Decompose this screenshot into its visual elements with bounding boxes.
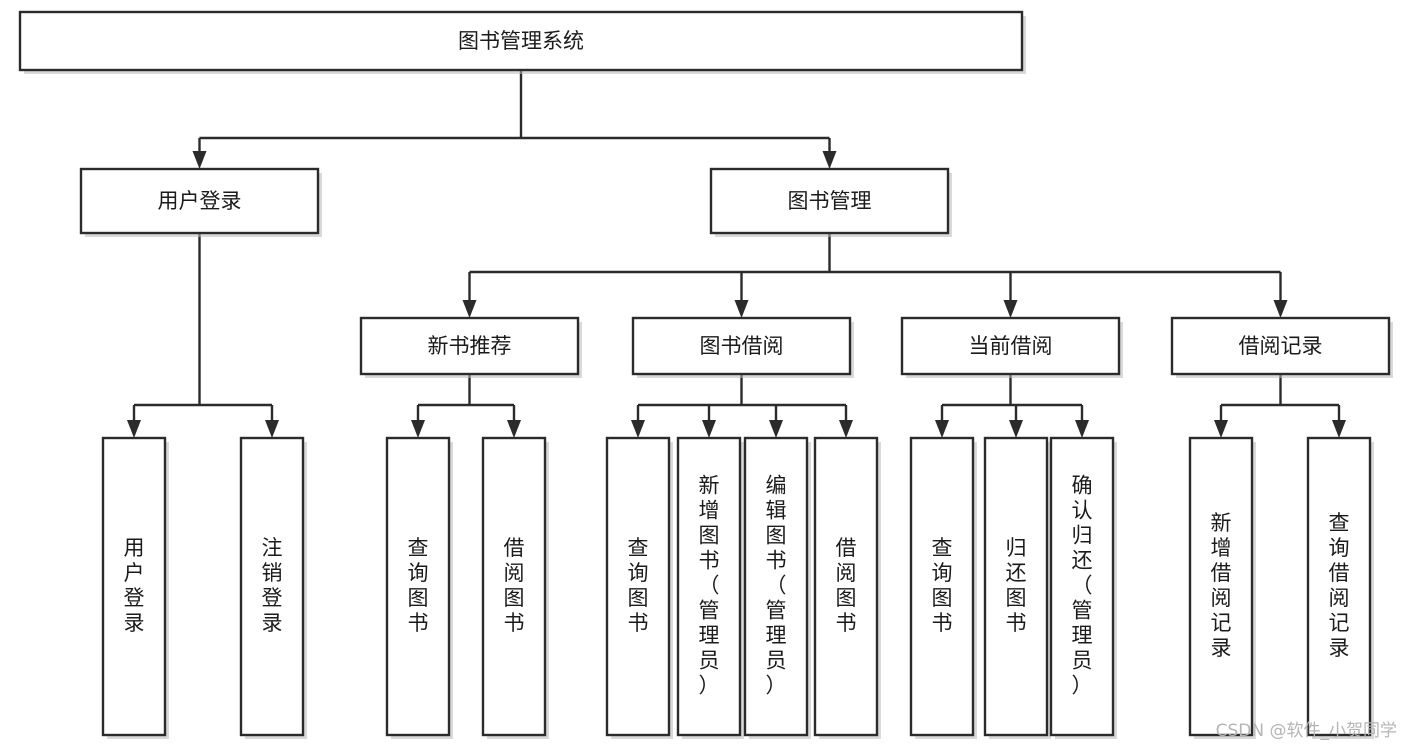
node-new-book-recommend[interactable]: 新书推荐 <box>359 316 582 378</box>
node-label: 注销登录 <box>262 536 283 635</box>
connector-layer <box>127 70 1346 438</box>
node-label: 查询图书 <box>628 536 649 635</box>
node-leaf-return-book[interactable]: 归还图书 <box>983 436 1051 739</box>
node-rect[interactable] <box>359 316 580 376</box>
arrow-head-icon <box>1009 420 1023 438</box>
node-rect[interactable] <box>481 436 547 737</box>
node-label: 查询图书 <box>408 536 429 635</box>
node-book-manage[interactable]: 图书管理 <box>709 167 952 237</box>
node-rect[interactable] <box>1049 436 1115 737</box>
node-leaf-add-book[interactable]: 新增图书（管理员） <box>676 436 744 739</box>
arrow-head-icon <box>127 420 141 438</box>
node-label: 查询图书 <box>932 536 953 635</box>
node-rect[interactable] <box>1188 436 1254 737</box>
node-label: 用户登录 <box>158 189 242 213</box>
arrow-head-icon <box>631 420 645 438</box>
node-rect[interactable] <box>983 436 1049 737</box>
node-label: 新增借阅记录 <box>1211 511 1232 660</box>
arrow-head-icon <box>1214 420 1228 438</box>
node-leaf-query-book-2[interactable]: 查询图书 <box>605 436 673 739</box>
node-leaf-add-record[interactable]: 新增借阅记录 <box>1188 436 1256 739</box>
node-leaf-edit-book[interactable]: 编辑图书（管理员） <box>743 436 811 739</box>
node-rect[interactable] <box>385 436 451 737</box>
node-leaf-query-book-1[interactable]: 查询图书 <box>385 436 453 739</box>
node-label: 借阅图书 <box>836 536 857 635</box>
arrow-head-icon <box>822 151 837 169</box>
node-rect[interactable] <box>605 436 671 737</box>
node-label: 编辑图书（管理员） <box>766 474 787 698</box>
node-root-图书管理系统[interactable]: 图书管理系统 <box>18 10 1026 74</box>
watermark-text: CSDN @软件_小贺同学 <box>1215 721 1397 741</box>
node-label: 用户登录 <box>124 536 145 635</box>
node-rect[interactable] <box>900 316 1121 376</box>
node-label: 归还图书 <box>1006 536 1027 635</box>
node-leaf-query-record[interactable]: 查询借阅记录 <box>1306 436 1374 739</box>
node-rect[interactable] <box>813 436 879 737</box>
node-borrow-record[interactable]: 借阅记录 <box>1170 316 1393 378</box>
arrow-head-icon <box>265 420 279 438</box>
node-label: 新书推荐 <box>428 334 512 358</box>
arrow-head-icon <box>839 420 853 438</box>
node-label: 图书管理系统 <box>458 29 584 53</box>
arrow-head-icon <box>1075 420 1089 438</box>
arrow-head-icon <box>935 420 949 438</box>
node-rect[interactable] <box>909 436 975 737</box>
node-rect[interactable] <box>239 436 305 737</box>
node-label: 图书借阅 <box>700 334 784 358</box>
arrow-head-icon <box>702 420 716 438</box>
node-leaf-confirm-return[interactable]: 确认归还（管理员） <box>1049 436 1117 739</box>
node-rect[interactable] <box>676 436 742 737</box>
arrow-head-icon <box>734 300 749 318</box>
node-rect[interactable] <box>101 436 167 737</box>
node-label: 借阅图书 <box>504 536 525 635</box>
node-label: 确认归还（管理员） <box>1072 474 1093 698</box>
node-rect[interactable] <box>79 167 320 235</box>
node-leaf-borrow-book-2[interactable]: 借阅图书 <box>813 436 881 739</box>
arrow-head-icon <box>507 420 521 438</box>
node-rect[interactable] <box>18 10 1024 72</box>
node-rect[interactable] <box>1170 316 1391 376</box>
node-leaf-borrow-book-1[interactable]: 借阅图书 <box>481 436 549 739</box>
arrow-head-icon <box>462 300 477 318</box>
node-rect[interactable] <box>1306 436 1372 737</box>
node-book-borrow[interactable]: 图书借阅 <box>631 316 854 378</box>
node-rect[interactable] <box>709 167 950 235</box>
node-label: 当前借阅 <box>969 334 1053 358</box>
node-label: 借阅记录 <box>1239 334 1323 358</box>
arrow-head-icon <box>1003 300 1018 318</box>
node-label: 新增图书（管理员） <box>699 474 720 698</box>
node-layer: 图书管理系统用户登录图书管理新书推荐图书借阅当前借阅借阅记录用户登录注销登录查询… <box>18 10 1393 739</box>
arrow-head-icon <box>411 420 425 438</box>
node-leaf-query-book-3[interactable]: 查询图书 <box>909 436 977 739</box>
arrow-head-icon <box>1273 300 1288 318</box>
arrow-head-icon <box>192 151 207 169</box>
arrow-head-icon <box>1332 420 1346 438</box>
node-label: 图书管理 <box>788 189 872 213</box>
node-user-login[interactable]: 用户登录 <box>79 167 322 237</box>
node-leaf-user-login[interactable]: 用户登录 <box>101 436 169 739</box>
node-label: 查询借阅记录 <box>1329 511 1350 660</box>
node-leaf-logout[interactable]: 注销登录 <box>239 436 307 739</box>
node-current-borrow[interactable]: 当前借阅 <box>900 316 1123 378</box>
arrow-head-icon <box>769 420 783 438</box>
node-rect[interactable] <box>631 316 852 376</box>
node-rect[interactable] <box>743 436 809 737</box>
